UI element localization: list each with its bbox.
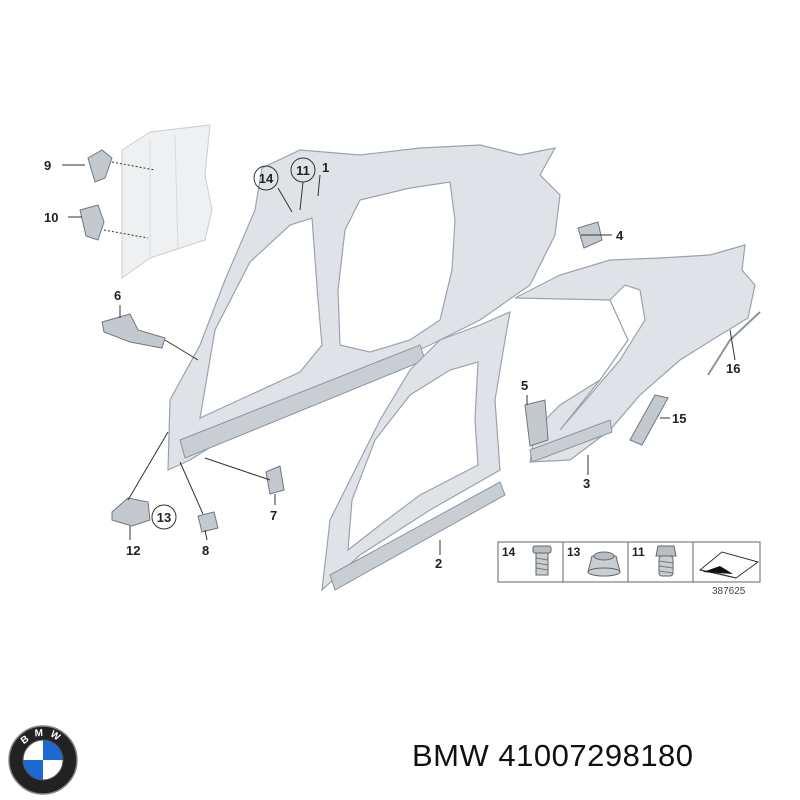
- bracket-part-10: [79, 204, 105, 241]
- callout-14-circle: 14: [253, 165, 279, 191]
- callout-4: 4: [616, 228, 624, 243]
- callout-13-circle: 13: [151, 504, 177, 530]
- bracket-part-7: [265, 465, 285, 495]
- callout-2: 2: [435, 556, 442, 571]
- b-pillar-inner-panel: [121, 124, 213, 279]
- callout-1: 1: [322, 160, 329, 175]
- callout-14: 14: [259, 171, 274, 186]
- bolt-icon: [532, 545, 552, 576]
- callout-8: 8: [202, 543, 209, 558]
- callout-11: 11: [296, 163, 310, 178]
- hinge-part-12: [111, 497, 151, 527]
- seal-part-16: [707, 311, 761, 376]
- callout-15: 15: [672, 411, 686, 426]
- side-frame-part-1: [167, 144, 561, 471]
- callout-13: 13: [157, 510, 171, 525]
- callout-12: 12: [126, 543, 140, 558]
- leader-lines: [62, 161, 736, 555]
- rear-quarter-part-3: [514, 244, 756, 463]
- screw-icon: [655, 545, 677, 577]
- callout-6: 6: [114, 288, 121, 303]
- bracket-part-9: [87, 149, 113, 183]
- bracket-part-8: [197, 511, 219, 533]
- callout-9: 9: [44, 158, 51, 173]
- strip-part-15: [629, 394, 669, 446]
- legend-number-13: 13: [567, 545, 581, 559]
- callout-3: 3: [583, 476, 590, 491]
- sheet-metal-icon: [698, 551, 760, 579]
- part-number-caption: BMW 41007298180: [412, 738, 694, 774]
- callout-7: 7: [270, 508, 277, 523]
- legend-number-14: 14: [502, 545, 516, 559]
- nut-icon: [587, 551, 621, 577]
- callout-11-circle: 11: [290, 157, 316, 183]
- legend-number-11: 11: [632, 545, 645, 559]
- callout-5: 5: [521, 378, 528, 393]
- bracket-part-5: [524, 399, 549, 447]
- diagram-reference-number: 387625: [712, 586, 746, 597]
- brand-name: BMW: [412, 738, 490, 773]
- fastener-legend: 14 13 11 387625: [497, 541, 761, 597]
- side-frame-part-2: [321, 311, 511, 592]
- callout-10: 10: [44, 210, 58, 225]
- callout-16: 16: [726, 361, 740, 376]
- bracket-part-6: [101, 313, 166, 349]
- part-number: 41007298180: [498, 738, 694, 773]
- bmw-logo: BMW: [8, 725, 78, 795]
